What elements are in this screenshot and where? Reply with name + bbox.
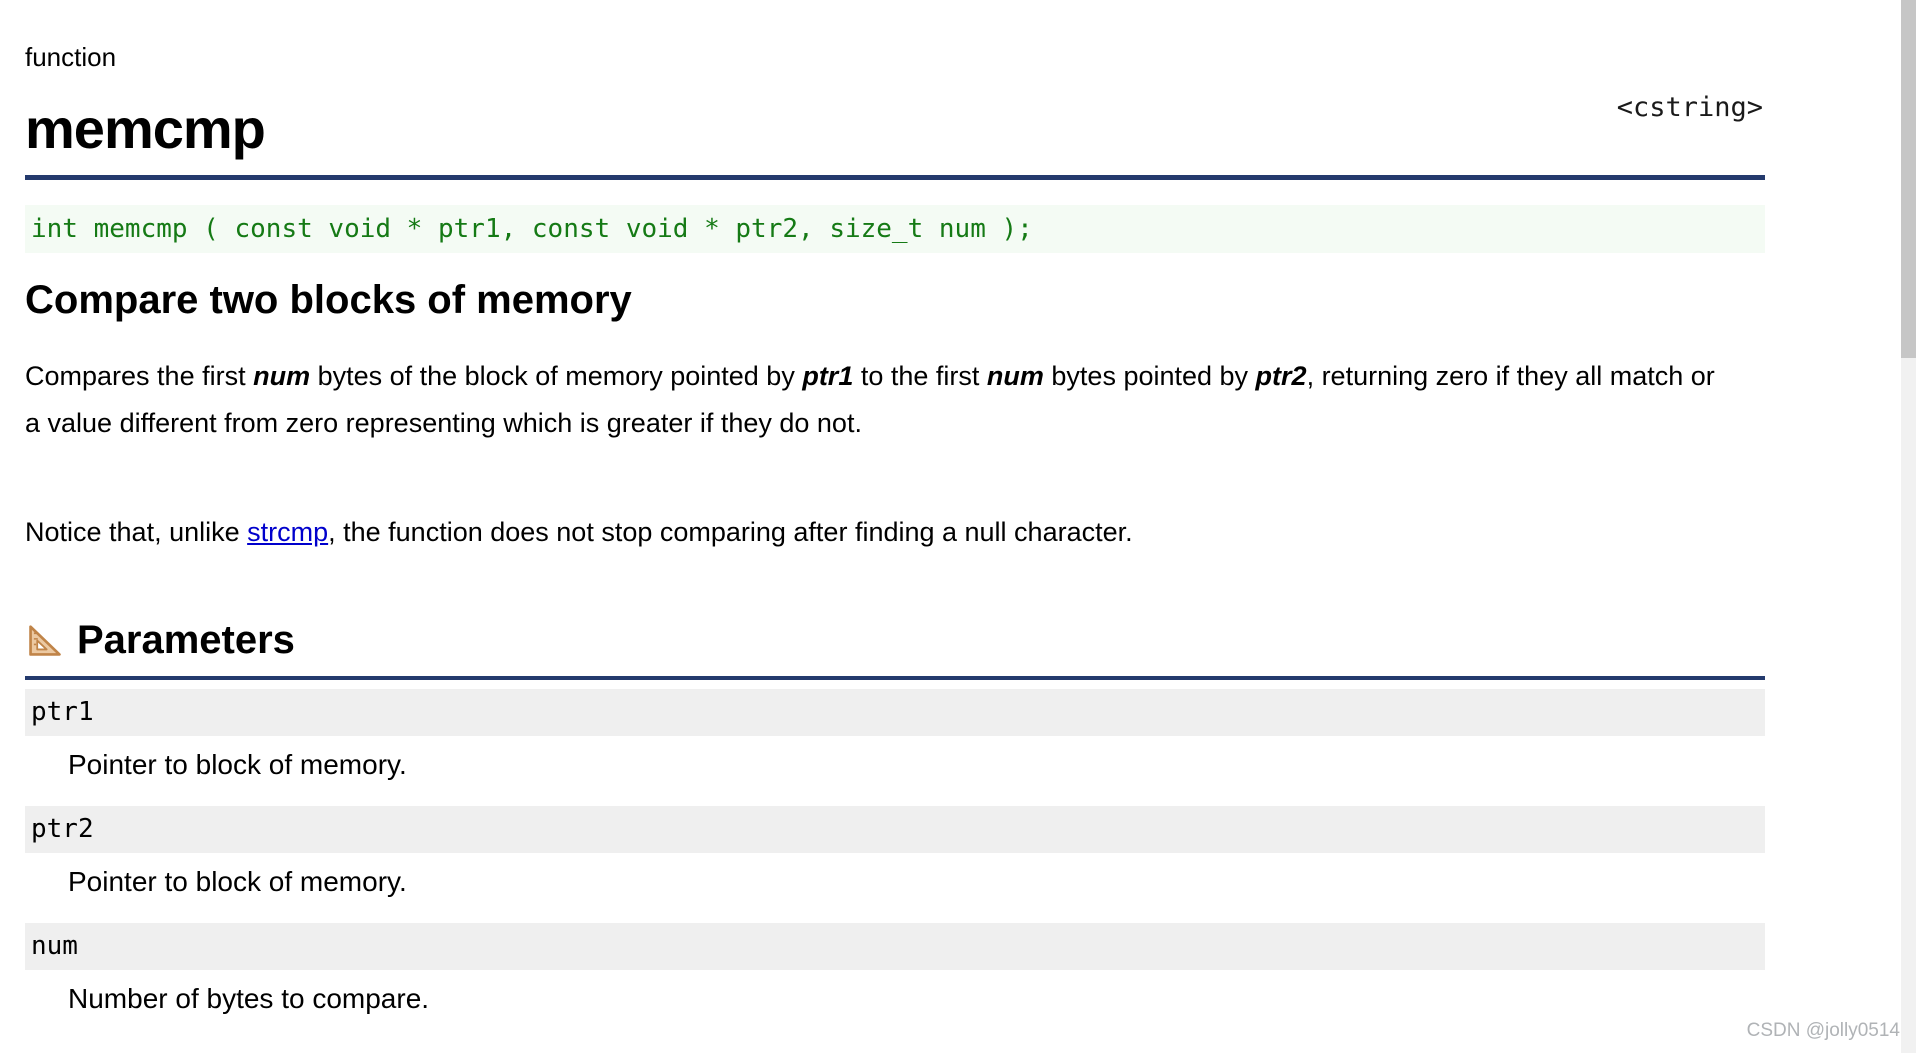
watermark: CSDN @jolly0514	[1746, 1020, 1900, 1041]
parameter-name: ptr2	[25, 806, 1765, 853]
parameter-description: Pointer to block of memory.	[68, 749, 407, 780]
scrollbar[interactable]	[1901, 0, 1916, 1053]
emphasized-term: num	[986, 361, 1044, 391]
parameters-section-heading: Parameters	[25, 618, 1765, 662]
doc-content: function memcmp <cstring> int memcmp ( c…	[25, 0, 1765, 1015]
parameters-heading-label: Parameters	[77, 618, 295, 662]
parameter-name: ptr1	[25, 689, 1765, 736]
emphasized-term: num	[253, 361, 311, 391]
parameters-rule	[25, 676, 1765, 680]
parameter-description: Number of bytes to compare.	[68, 983, 430, 1014]
scrollbar-thumb[interactable]	[1901, 0, 1916, 358]
parameter-description: Pointer to block of memory.	[68, 866, 407, 897]
summary-heading: Compare two blocks of memory	[25, 278, 632, 322]
parameter-name: num	[25, 923, 1765, 970]
header-library: <cstring>	[1616, 92, 1763, 123]
notice-paragraph: Notice that, unlike strcmp, the function…	[25, 517, 1133, 547]
emphasized-term: ptr1	[802, 361, 854, 391]
triangular-ruler-icon	[25, 620, 65, 660]
strcmp-link[interactable]: strcmp	[247, 517, 329, 547]
page-title: memcmp	[25, 97, 266, 160]
function-kicker: function	[25, 42, 117, 72]
title-rule	[25, 175, 1765, 180]
emphasized-term: ptr2	[1255, 361, 1307, 391]
function-prototype: int memcmp ( const void * ptr1, const vo…	[25, 205, 1765, 253]
description-paragraph: Compares the first num bytes of the bloc…	[25, 361, 1715, 438]
